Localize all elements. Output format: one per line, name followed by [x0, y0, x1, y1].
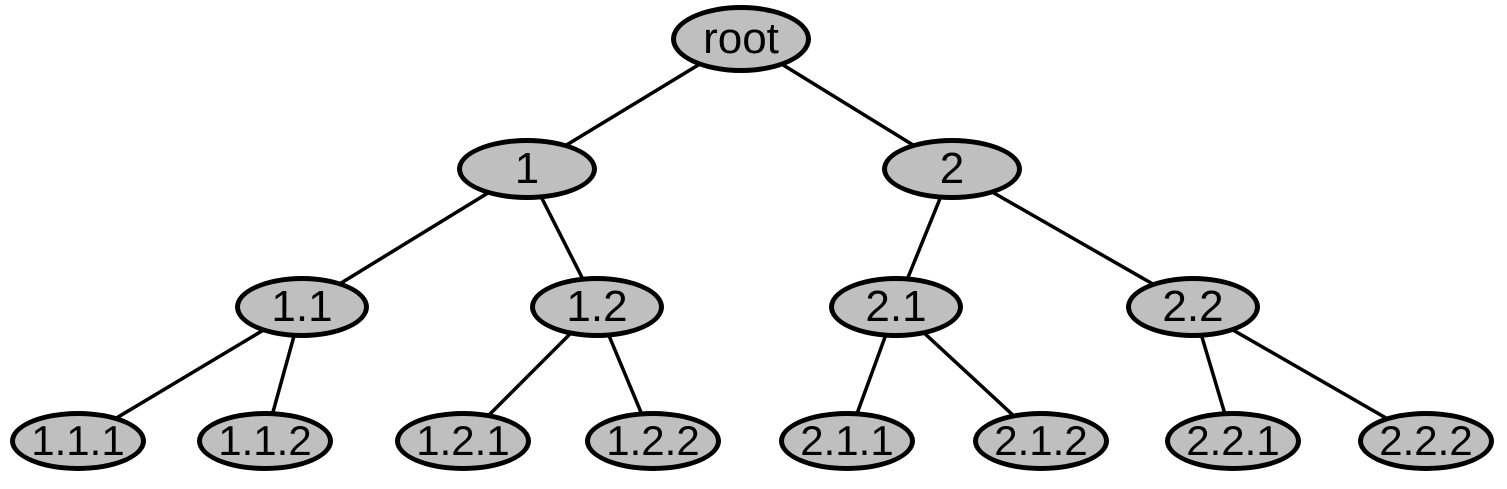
tree-node-root: root	[671, 5, 811, 73]
tree-node-2-1: 2.1	[829, 276, 963, 338]
tree-node-label: 1.1.2	[218, 417, 312, 464]
tree-node-label: 2.1.2	[994, 417, 1088, 464]
tree-node-label: 2.2	[1162, 282, 1224, 331]
tree-node-label: 1.1.1	[31, 417, 125, 464]
tree-node-label: 1.1	[271, 282, 333, 331]
tree-node-2-2-1: 2.2.1	[1165, 411, 1301, 471]
tree-node-2-1-2: 2.1.2	[973, 411, 1109, 471]
tree-node-1: 1	[457, 138, 597, 200]
tree-node-1-2-1: 1.2.1	[395, 411, 531, 471]
tree-node-label: 1.2	[566, 282, 628, 331]
tree-node-2-2-2: 2.2.2	[1358, 411, 1494, 471]
tree-node-2-1-1: 2.1.1	[779, 411, 915, 471]
tree-node-label: root	[703, 14, 779, 63]
tree-node-label: 1.2.1	[416, 417, 510, 464]
tree-node-1-2: 1.2	[530, 276, 664, 338]
tree-node-2: 2	[882, 138, 1022, 200]
tree-node-1-1-2: 1.1.2	[197, 411, 333, 471]
tree-node-label: 1.2.2	[606, 417, 700, 464]
tree-node-label: 1	[514, 144, 540, 193]
tree-node-1-1-1: 1.1.1	[10, 411, 146, 471]
tree-node-1-2-2: 1.2.2	[585, 411, 721, 471]
tree-node-1-1: 1.1	[235, 276, 369, 338]
tree-node-label: 2.1.1	[800, 417, 894, 464]
tree-node-label: 2.1	[865, 282, 927, 331]
tree-node-label: 2.2.2	[1379, 417, 1473, 464]
tree-node-label: 2	[939, 144, 965, 193]
tree-node-label: 2.2.1	[1186, 417, 1280, 464]
tree-node-2-2: 2.2	[1126, 276, 1260, 338]
